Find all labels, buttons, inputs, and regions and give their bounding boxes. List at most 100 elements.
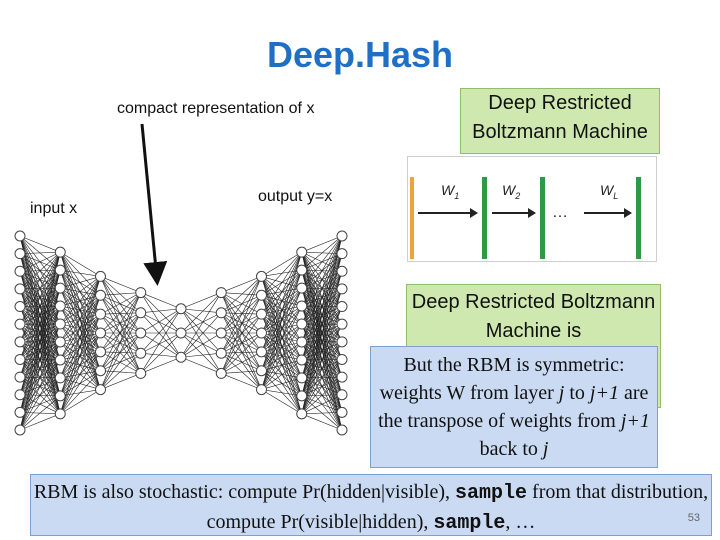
network-node bbox=[54, 318, 66, 330]
network-node bbox=[14, 230, 26, 242]
network-edge bbox=[221, 276, 262, 314]
network-edge bbox=[100, 295, 141, 334]
network-edge bbox=[180, 308, 222, 314]
network-edge bbox=[100, 313, 141, 334]
network-edge bbox=[261, 313, 302, 361]
network-edge bbox=[301, 324, 343, 414]
network-node bbox=[54, 300, 66, 312]
network-edge bbox=[59, 314, 101, 414]
network-node bbox=[336, 336, 348, 348]
stochastic-note-box: RBM is also stochastic: compute Pr(hidde… bbox=[30, 474, 712, 536]
network-node bbox=[54, 246, 66, 258]
network-edge bbox=[19, 359, 61, 431]
network-edge bbox=[180, 308, 222, 374]
network-edge bbox=[100, 312, 141, 334]
network-edge bbox=[301, 235, 343, 289]
rbm-stack-panel: W1 W2 WL … bbox=[407, 156, 657, 262]
network-edge bbox=[261, 351, 302, 379]
network-edge bbox=[140, 292, 182, 358]
network-edge bbox=[261, 332, 302, 361]
network-edge bbox=[19, 323, 61, 431]
network-edge bbox=[60, 269, 101, 277]
network-edge bbox=[301, 235, 343, 396]
network-edge bbox=[301, 235, 343, 325]
network-edge bbox=[100, 292, 141, 334]
network-node bbox=[296, 300, 308, 312]
network-edge bbox=[19, 252, 61, 360]
network-edge bbox=[59, 269, 101, 334]
network-edge bbox=[301, 271, 343, 414]
network-edge bbox=[59, 323, 101, 390]
network-edge bbox=[60, 389, 101, 415]
network-node bbox=[14, 406, 26, 418]
network-edge bbox=[100, 276, 141, 314]
network-node bbox=[336, 406, 348, 418]
network-node bbox=[336, 301, 348, 313]
network-edge bbox=[301, 235, 343, 414]
network-edge bbox=[301, 413, 343, 431]
network-edge bbox=[60, 269, 101, 296]
network-edge bbox=[19, 251, 61, 272]
network-node bbox=[135, 347, 147, 359]
network-edge bbox=[100, 276, 141, 334]
network-node bbox=[296, 318, 308, 330]
network-node bbox=[215, 327, 227, 339]
network-edge bbox=[59, 276, 101, 396]
network-edge bbox=[19, 270, 61, 431]
network-edge bbox=[180, 332, 222, 354]
pointer-arrow bbox=[140, 123, 168, 286]
network-edge bbox=[261, 313, 303, 379]
network-edge bbox=[60, 341, 101, 353]
network-edge bbox=[261, 276, 302, 325]
network-edge bbox=[221, 313, 262, 374]
network-edge bbox=[60, 305, 101, 353]
network-edge bbox=[220, 276, 262, 354]
network-edge bbox=[60, 323, 101, 371]
network-node bbox=[54, 264, 66, 276]
network-node bbox=[336, 230, 348, 242]
network-edge bbox=[220, 292, 262, 390]
network-edge bbox=[100, 295, 141, 354]
network-edge bbox=[100, 332, 141, 371]
network-edge bbox=[261, 251, 302, 296]
network-edge bbox=[60, 359, 101, 390]
network-node bbox=[54, 354, 66, 366]
network-edge bbox=[100, 352, 141, 390]
network-edge bbox=[221, 351, 262, 374]
network-node bbox=[14, 371, 26, 383]
network-edge bbox=[59, 295, 101, 414]
network-edge bbox=[100, 292, 141, 296]
network-node bbox=[256, 384, 267, 396]
network-edge bbox=[221, 373, 262, 390]
network-edge bbox=[180, 292, 222, 358]
network-edge bbox=[100, 332, 141, 390]
weight-label-3: WL bbox=[600, 182, 618, 201]
network-edge bbox=[100, 351, 141, 354]
network-edge bbox=[60, 276, 101, 289]
network-node bbox=[336, 283, 348, 295]
network-node bbox=[95, 365, 106, 377]
network-edge bbox=[59, 276, 101, 343]
network-edge bbox=[221, 295, 262, 314]
network-node bbox=[14, 389, 26, 401]
network-node bbox=[296, 408, 308, 420]
hidden-layer-bar-2 bbox=[540, 177, 545, 259]
network-node bbox=[336, 389, 348, 401]
network-edge bbox=[19, 252, 61, 413]
network-edge bbox=[100, 312, 141, 353]
network-edge bbox=[261, 313, 302, 343]
network-node bbox=[215, 347, 227, 359]
network-edge bbox=[180, 332, 222, 374]
network-edge bbox=[100, 332, 141, 354]
network-edge bbox=[301, 412, 343, 415]
network-edge bbox=[100, 370, 141, 374]
network-edge bbox=[301, 235, 343, 253]
network-edge bbox=[140, 352, 182, 358]
network-node bbox=[296, 390, 308, 402]
network-node bbox=[336, 371, 348, 383]
network-node bbox=[54, 336, 66, 348]
network-edge bbox=[301, 235, 343, 361]
network-edge bbox=[180, 312, 222, 358]
network-edge bbox=[261, 313, 302, 325]
network-edge bbox=[140, 312, 182, 358]
